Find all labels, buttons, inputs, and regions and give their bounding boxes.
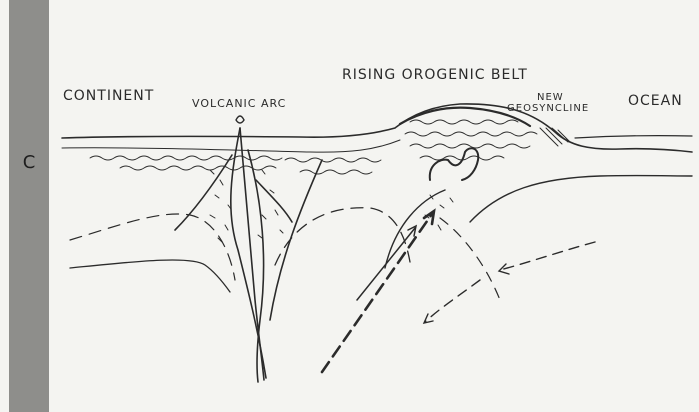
label-volcanic-arc: VOLCANIC ARC <box>192 97 286 110</box>
surface-line <box>62 104 692 152</box>
volcanic-vent <box>236 116 244 123</box>
sediment-layers <box>90 120 537 174</box>
slab-arrow-upper <box>357 228 415 300</box>
ocean-arrow-right <box>500 242 595 270</box>
label-rising-orogenic-belt: RISING OROGENIC BELT <box>342 67 528 83</box>
subduction-arrow-main <box>322 214 432 372</box>
geosyncline-hatch <box>540 128 570 146</box>
continental-arch-left <box>70 214 235 280</box>
ocean-arrow-lower <box>425 280 480 322</box>
belt-fold <box>430 148 478 180</box>
subducting-slab-top <box>470 176 692 222</box>
continental-arch-low <box>70 260 230 292</box>
label-ocean: OCEAN <box>628 93 683 109</box>
surface-line-lower <box>62 140 400 152</box>
continental-arch-mid <box>275 208 410 265</box>
ocean-surface <box>575 136 692 138</box>
label-continent: CONTINENT <box>63 88 154 104</box>
label-new-geosyncline-line1: NEW <box>537 92 564 103</box>
slab-lower-edge <box>440 218 500 300</box>
label-new-geosyncline-line2: GEOSYNCLINE <box>507 103 589 114</box>
